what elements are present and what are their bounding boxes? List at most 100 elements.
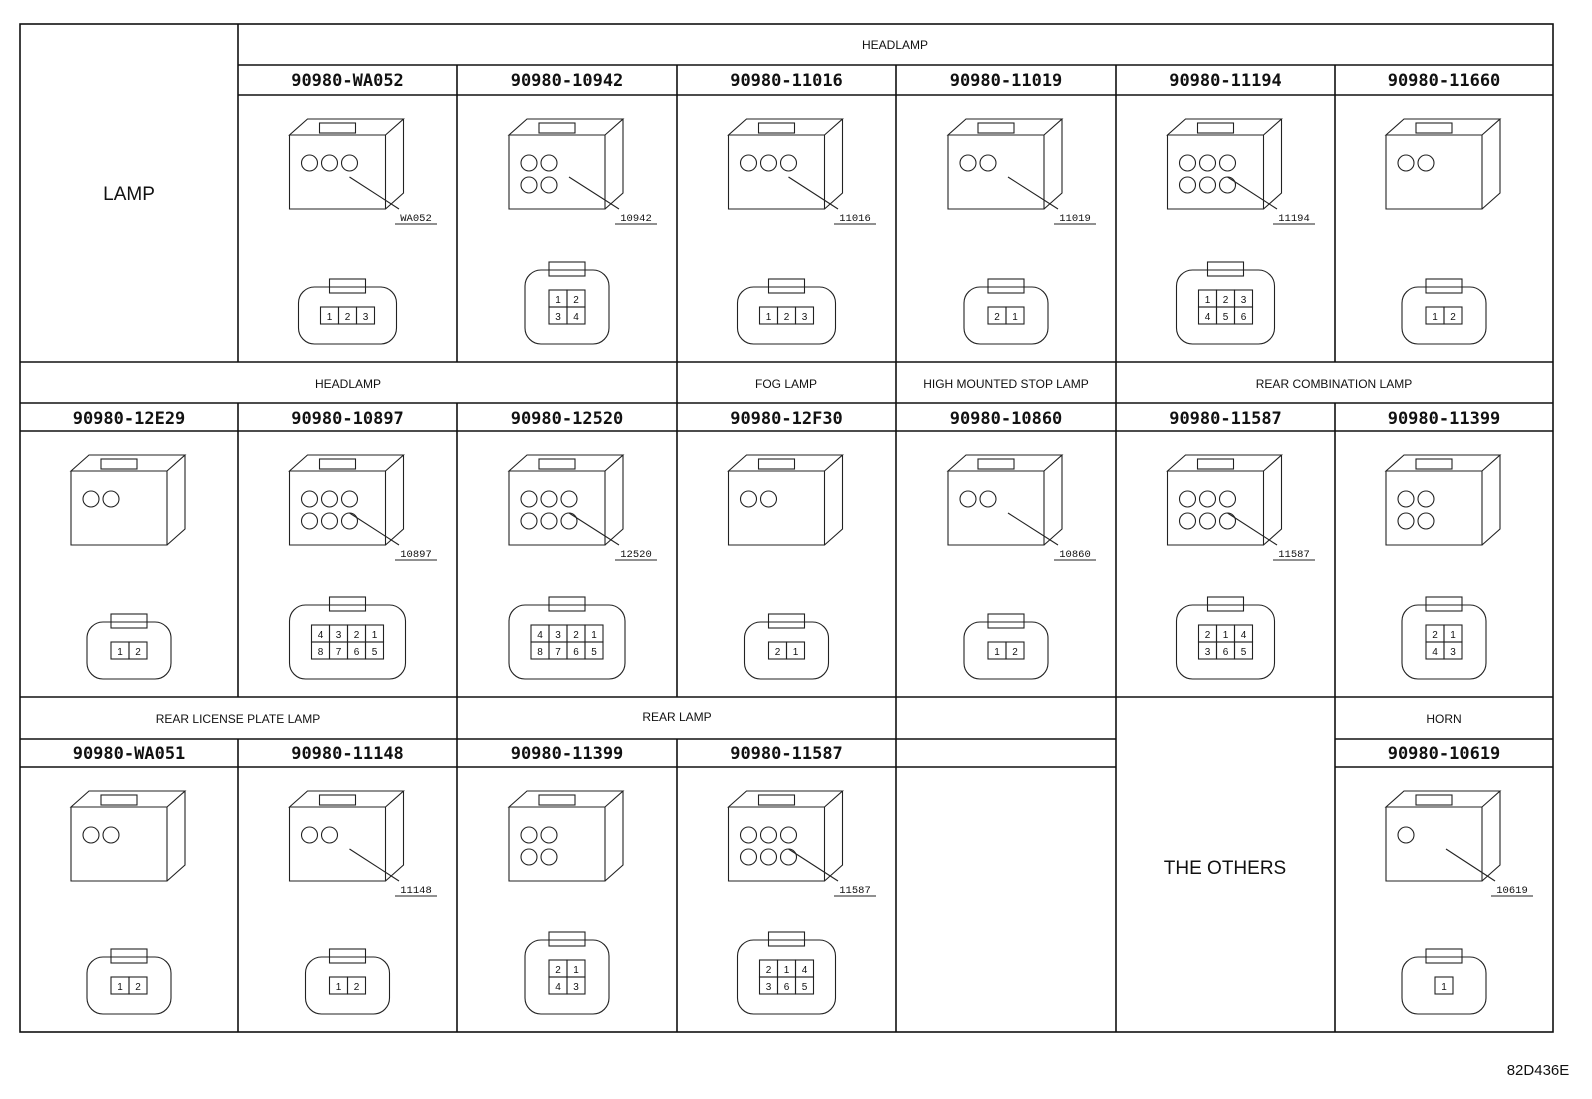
part-tag: 10897 [400, 549, 432, 561]
pin-number: 1 [117, 982, 123, 993]
connector-body-drawing [1384, 118, 1502, 210]
pin-cell [128, 641, 148, 660]
cavity-drawing [959, 154, 977, 172]
pin-cell [1443, 641, 1463, 660]
part-number: 90980-11660 [1388, 71, 1501, 91]
part-number: 90980-WA051 [73, 744, 186, 764]
connector-lock-drawing [1425, 278, 1463, 294]
cavity-drawing [540, 848, 558, 866]
pin-number: 1 [1012, 312, 1018, 323]
pin-cell [355, 306, 376, 325]
cavity-drawing [759, 826, 778, 844]
pin-number: 1 [784, 965, 790, 976]
pin-number: 3 [802, 312, 808, 323]
part-number: 90980-11016 [730, 71, 843, 91]
cavity-drawing [1178, 490, 1197, 508]
connector-face-drawing [508, 604, 626, 680]
tag-leader [1227, 176, 1278, 210]
cavity-drawing [1178, 154, 1197, 172]
connector-body-drawing [727, 454, 844, 546]
part-number: 90980-12E29 [73, 409, 186, 429]
cavity-drawing [1218, 154, 1237, 172]
cavity-drawing [1417, 490, 1435, 508]
part-tag: WA052 [400, 213, 432, 225]
connector-lock-drawing [328, 948, 367, 964]
part-number: 90980-10619 [1388, 744, 1501, 764]
connector-face-drawing [1175, 269, 1276, 345]
connector-face-drawing [963, 621, 1049, 680]
cavity-drawing [779, 826, 798, 844]
connector-lock-drawing [987, 278, 1025, 294]
connector-face-drawing [1401, 286, 1487, 345]
cavity-drawing [520, 490, 538, 508]
cavity-drawing [1397, 490, 1415, 508]
cavity-drawing [520, 826, 538, 844]
part-number: 90980-11019 [950, 71, 1063, 91]
connector-latch-drawing [100, 794, 138, 806]
connector-latch-drawing [1196, 122, 1235, 134]
connector-lock-drawing [548, 261, 586, 277]
connector-face-drawing [736, 286, 837, 345]
part-tag: 11587 [1278, 549, 1310, 561]
connector-latch-drawing [318, 122, 357, 134]
pin-cell [1005, 641, 1025, 660]
cavity-drawing [759, 490, 778, 508]
cavity-drawing [320, 826, 339, 844]
tag-leader [788, 848, 839, 882]
cavity-drawing [1198, 512, 1217, 530]
connector-lock-drawing [548, 596, 586, 612]
cavity-drawing [759, 154, 778, 172]
part-number: 90980-11399 [1388, 409, 1501, 429]
pin-number: 2 [345, 312, 351, 323]
connector-face-drawing [297, 286, 398, 345]
pin-number: 1 [793, 647, 799, 658]
pin-number: 3 [555, 630, 561, 641]
section-headlamp: HEADLAMP [315, 377, 381, 391]
pin-cell [794, 306, 815, 325]
cavity-drawing [540, 154, 558, 172]
cavity-drawing [1198, 176, 1217, 194]
pin-number: 2 [573, 295, 579, 306]
pin-number: 3 [1205, 647, 1211, 658]
part-number: 90980-WA052 [291, 71, 404, 91]
connector-latch-drawing [977, 458, 1015, 470]
connector-face-drawing [1401, 956, 1487, 1015]
part-number: 90980-11399 [511, 744, 624, 764]
section-horn: HORN [1426, 712, 1461, 726]
figure-id: 82D436E [1507, 1062, 1570, 1079]
cavity-drawing [1417, 154, 1435, 172]
section-the-others: THE OTHERS [1164, 858, 1286, 879]
pin-number: 8 [537, 647, 543, 658]
pin-number: 4 [1205, 312, 1211, 323]
connector-latch-drawing [757, 794, 796, 806]
pin-cell [1434, 976, 1454, 995]
pin-number: 6 [354, 647, 360, 658]
section-high-mounted-stop-lamp: HIGH MOUNTED STOP LAMP [923, 377, 1089, 391]
pin-number: 7 [555, 647, 561, 658]
pin-number: 4 [802, 965, 808, 976]
pin-number: 2 [354, 630, 360, 641]
cavity-drawing [340, 490, 359, 508]
part-tag: 10860 [1059, 549, 1091, 561]
connector-latch-drawing [977, 122, 1015, 134]
cavity-drawing [540, 176, 558, 194]
tag-leader [1445, 848, 1496, 882]
cavity-drawing [1198, 154, 1217, 172]
connector-face-drawing [524, 939, 610, 1015]
tag-leader [1227, 512, 1278, 546]
pin-number: 5 [802, 982, 808, 993]
pin-number: 2 [1432, 630, 1438, 641]
part-number: 90980-11194 [1169, 71, 1282, 91]
pin-number: 4 [1241, 630, 1247, 641]
